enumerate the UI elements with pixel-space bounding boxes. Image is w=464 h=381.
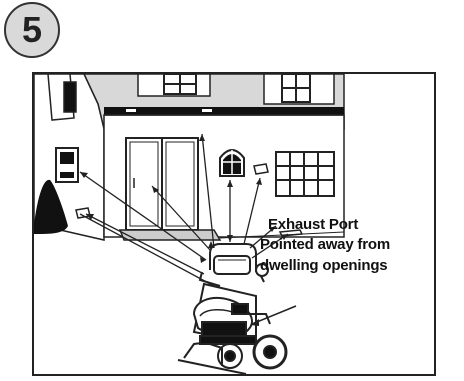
arched-window [220,150,244,176]
step-number: 5 [22,12,42,48]
illustration-frame [32,72,436,376]
dormer-right [264,74,334,104]
dormer-left [138,74,210,96]
callout-line-2: Pointed away from [260,236,390,253]
step-number-badge: 5 [4,2,60,58]
callout-line-1: Exhaust Port [268,216,358,233]
house-pressure-washer-illustration [34,74,436,376]
grid-window [276,152,334,196]
sliding-door [126,138,198,230]
eave [104,107,344,115]
callout-line-3: dwelling openings [260,257,387,274]
